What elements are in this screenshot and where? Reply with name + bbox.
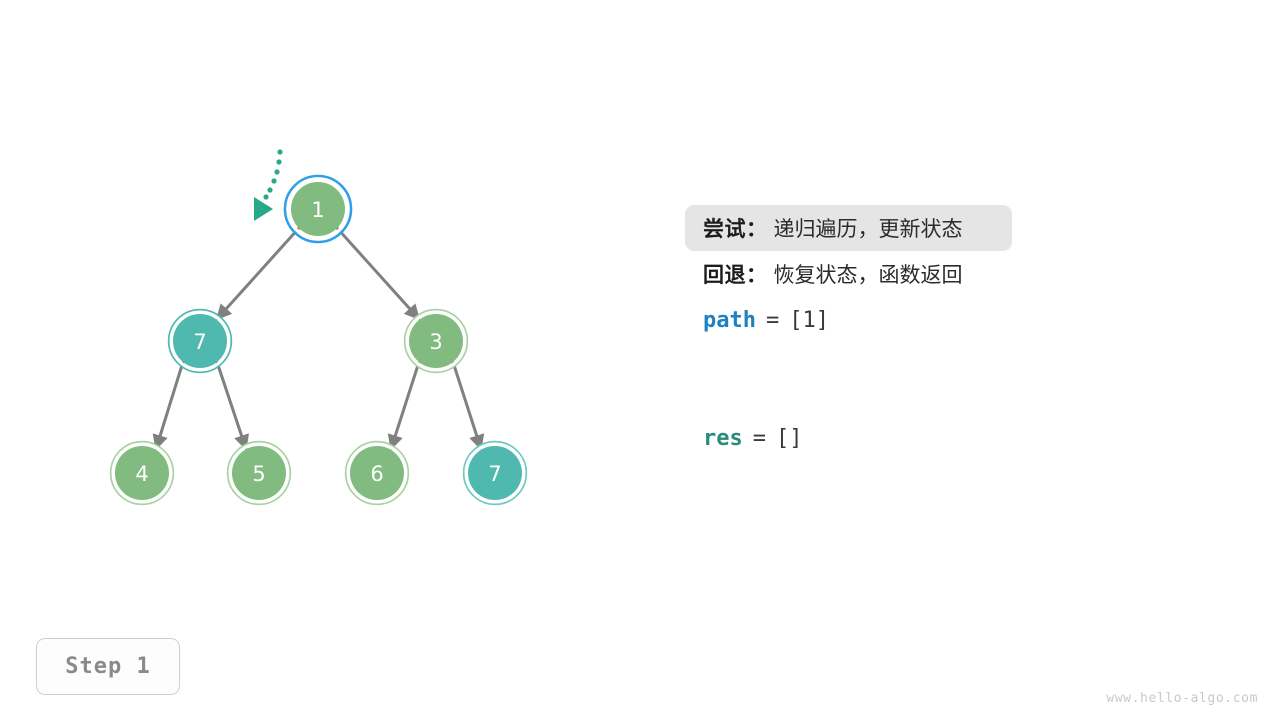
variable-name-res: res: [703, 425, 743, 451]
tree-node-outer-ring: [226, 440, 292, 506]
description-row-try: 尝试： 递归遍历，更新状态: [685, 205, 1012, 251]
tree-edge: [387, 361, 421, 451]
tree-node-inner-ring: [111, 442, 173, 504]
variable-row-res: res = []: [685, 415, 1245, 461]
description-key: 回退：: [703, 264, 768, 287]
description-value: 递归遍历，更新状态: [773, 218, 963, 241]
variable-row-spacer: [685, 343, 1245, 415]
pointer-dot: [274, 169, 280, 175]
tree-node-inner-ring: [286, 177, 350, 241]
tree-node-outer-ring: [403, 308, 469, 374]
tree-node-inner-ring: [228, 442, 290, 504]
tree-edge: [152, 361, 185, 451]
pointer-triangle-icon: [254, 197, 273, 221]
variable-row-path: path = [1]: [685, 297, 1245, 343]
tree-node-circle: [350, 446, 404, 500]
description-value: 恢复状态，函数返回: [773, 264, 963, 287]
variable-operator: =: [752, 425, 766, 451]
pointer-dot: [276, 159, 282, 165]
description-key: 尝试：: [703, 218, 768, 241]
tree-node-5[interactable]: 5: [226, 440, 292, 506]
description-row-backtrack: 回退： 恢复状态，函数返回: [685, 251, 1245, 297]
tree-node-circle: [232, 446, 286, 500]
pointer-dot: [271, 178, 277, 184]
pointer-dot: [267, 187, 273, 193]
variable-operator: =: [765, 307, 780, 333]
step-badge-label: Step 1: [65, 654, 151, 679]
tree-node-7-left[interactable]: 7: [167, 308, 233, 374]
tree-node-6[interactable]: 6: [344, 440, 410, 506]
tree-node-circle: [468, 446, 522, 500]
tree-edge: [335, 226, 421, 321]
variable-name-path: path: [703, 307, 756, 333]
tree-node-inner-ring: [346, 442, 408, 504]
tree-edge: [451, 361, 485, 451]
tree-node-outer-ring: [109, 440, 175, 506]
tree-node-7-right[interactable]: 7: [462, 440, 528, 506]
pointer-dot: [277, 149, 283, 155]
tree-diagram: 1 7 3 4 5: [109, 149, 528, 506]
tree-node-inner-ring: [405, 310, 467, 372]
tree-edges: [152, 226, 485, 451]
tree-node-inner-ring: [169, 310, 231, 372]
info-panel: 尝试： 递归遍历，更新状态 回退： 恢复状态，函数返回 path = [1] r…: [685, 205, 1245, 461]
tree-node-circle: [173, 314, 227, 368]
tree-node-outer-ring: [167, 308, 233, 374]
tree-node-1[interactable]: 1: [283, 174, 353, 244]
tree-node-3[interactable]: 3: [403, 308, 469, 374]
watermark-text: www.hello-algo.com: [1106, 691, 1258, 706]
tree-node-circle: [409, 314, 463, 368]
tree-node-circle: [115, 446, 169, 500]
tree-node-4[interactable]: 4: [109, 440, 175, 506]
tree-node-circle: [291, 182, 345, 236]
tree-svg: 1 7 3 4 5: [109, 149, 528, 506]
pointer-arrow: [254, 149, 283, 221]
tree-node-outer-ring: [462, 440, 528, 506]
pointer-dot: [263, 194, 269, 200]
watermark: www.hello-algo.com: [1106, 691, 1258, 706]
tree-node-outer-ring: [283, 174, 353, 244]
step-badge: Step 1: [36, 638, 180, 695]
tree-node-outer-ring: [344, 440, 410, 506]
variable-value-res: []: [776, 425, 803, 451]
variable-value-path: [1]: [789, 307, 829, 333]
tree-edge: [215, 361, 249, 451]
tree-node-inner-ring: [464, 442, 526, 504]
tree-edge: [215, 226, 301, 321]
